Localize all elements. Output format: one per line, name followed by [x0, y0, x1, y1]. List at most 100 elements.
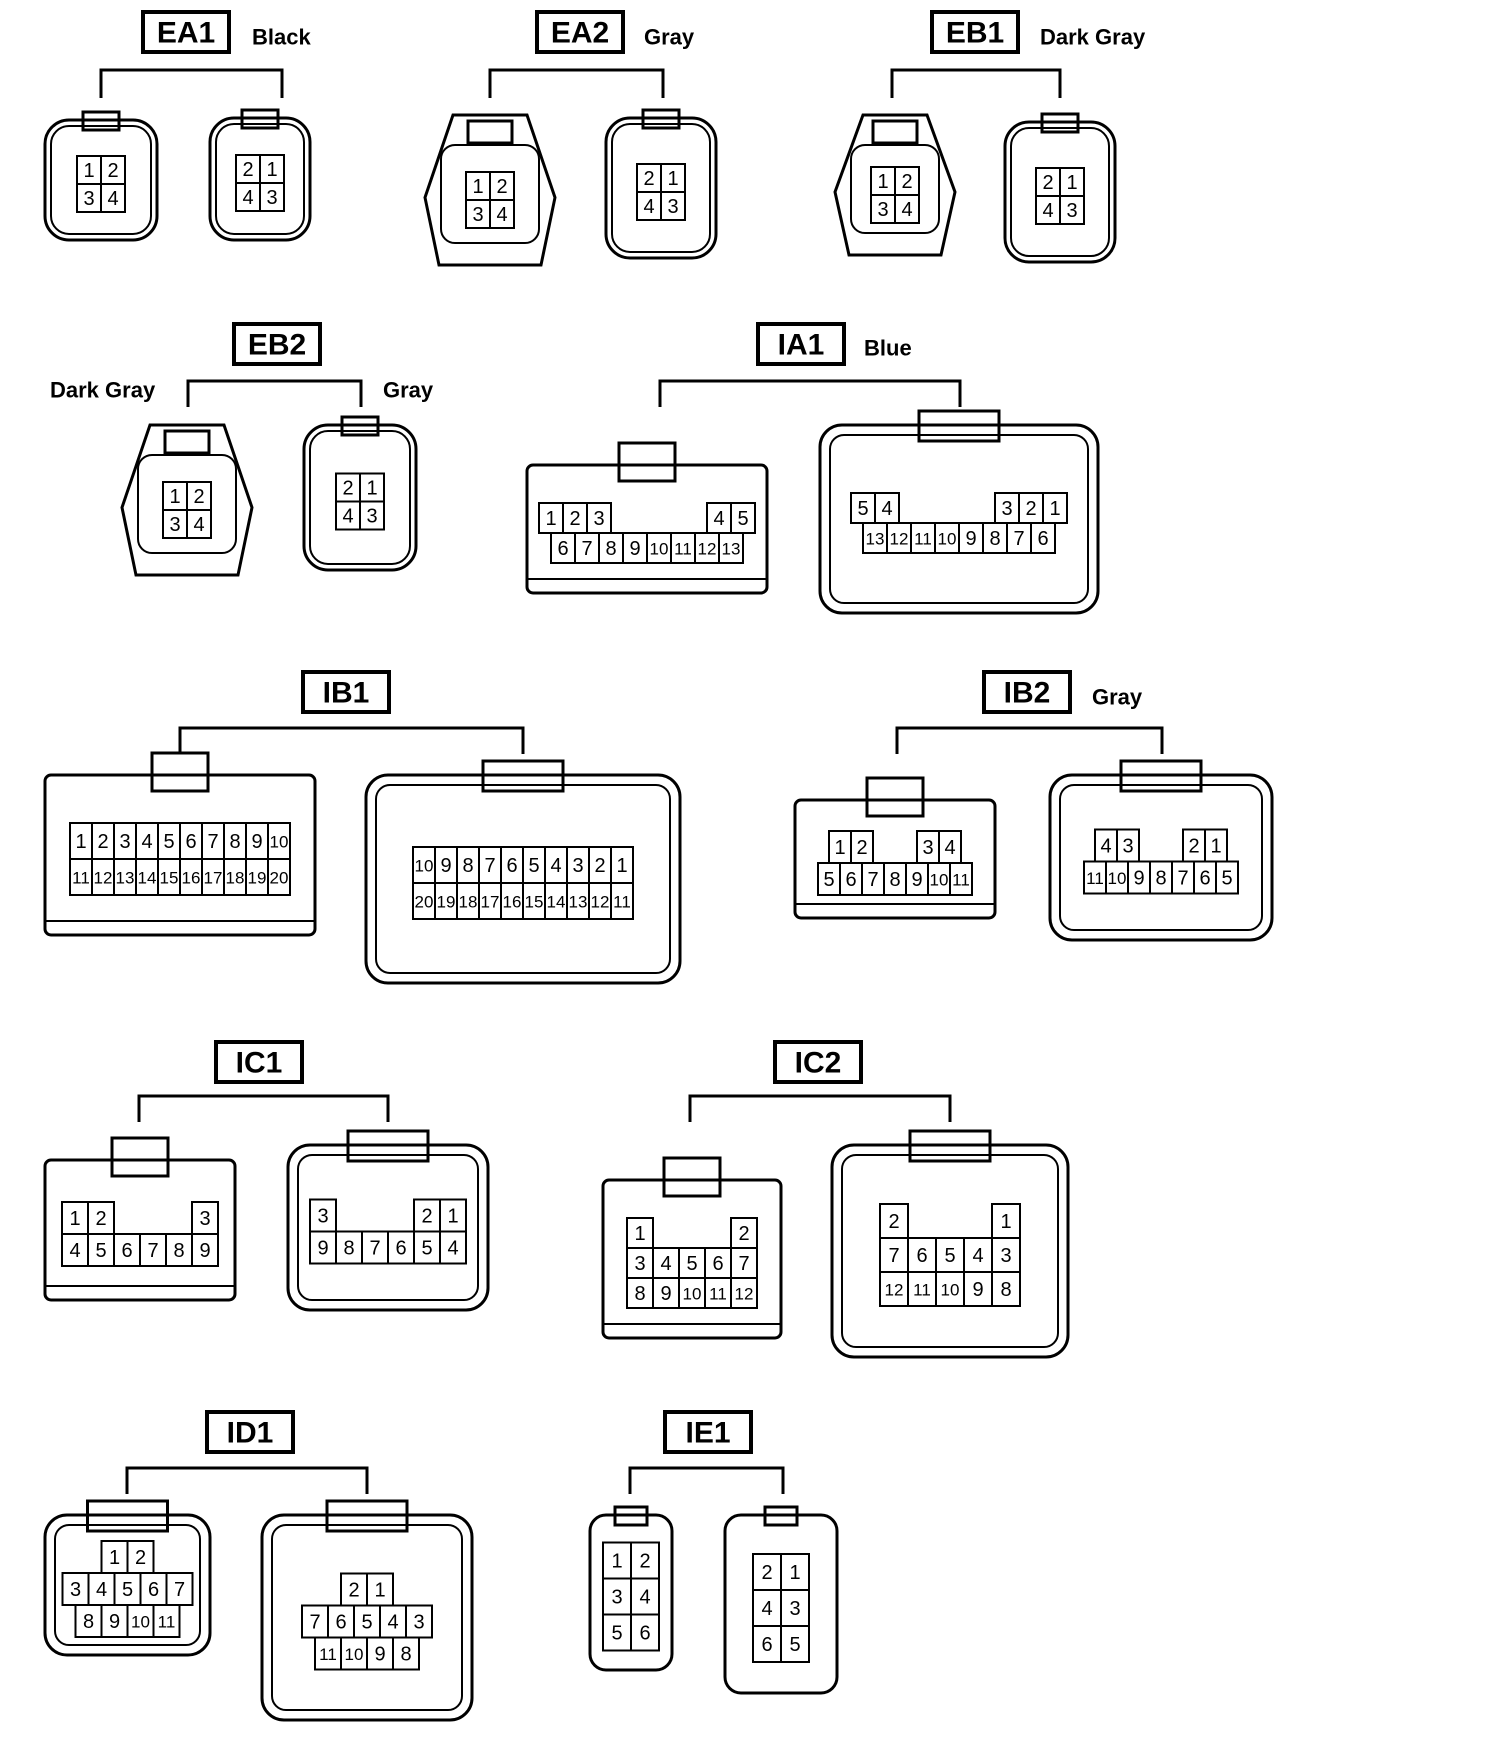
right-pin-number: 9 — [440, 855, 451, 877]
right-pin-number: 1 — [1066, 172, 1077, 194]
connector-code: EA1 — [157, 17, 215, 50]
connector-bracket — [137, 1094, 390, 1122]
right-pin-cell — [301, 1604, 329, 1639]
left-pin-number: 2 — [496, 176, 507, 198]
connector-code-box — [232, 322, 322, 366]
right-pin-number: 12 — [885, 1281, 904, 1300]
right-housing — [260, 1513, 474, 1722]
right-pin-cell — [259, 154, 285, 184]
left-pin-number: 11 — [72, 869, 90, 888]
left-pin-cell — [100, 1604, 129, 1638]
left-latch — [865, 776, 925, 818]
right-pin-number: 5 — [944, 1245, 955, 1267]
left-pin-cell — [870, 194, 896, 224]
left-pin-cell — [465, 171, 491, 201]
right-pin-cell — [359, 500, 385, 531]
wire-color-label: Gray — [383, 378, 434, 403]
left-pin-number: 7 — [738, 1253, 749, 1275]
left-pin-number: 1 — [834, 837, 845, 859]
left-pin-number: 3 — [593, 508, 604, 530]
left-pin-cell — [165, 1572, 194, 1606]
right-pin-number: 9 — [1133, 868, 1144, 890]
right-inner — [829, 434, 1089, 604]
connector-bracket — [658, 379, 962, 407]
right-pin-number: 9 — [972, 1279, 983, 1301]
wire-color-label: Dark Gray — [50, 378, 156, 403]
connector-code-box — [773, 1040, 863, 1084]
left-pin-number: 8 — [83, 1611, 94, 1633]
left-pin-number: 6 — [121, 1240, 132, 1262]
left-pin-cell — [152, 1604, 181, 1638]
left-pin-number: 3 — [472, 204, 483, 226]
right-pin-number: 7 — [1013, 528, 1024, 550]
right-housing — [1003, 120, 1117, 264]
right-pin-number: 11 — [914, 530, 932, 549]
left-pin-number: 8 — [605, 538, 616, 560]
connector-code-box — [663, 1410, 753, 1454]
right-housing — [830, 1143, 1070, 1359]
left-pin-number: 10 — [131, 1613, 150, 1632]
left-housing — [43, 118, 159, 242]
right-pin-cell — [335, 1230, 363, 1265]
left-housing — [423, 113, 557, 267]
left-pin-number: 12 — [735, 1285, 754, 1304]
left-pin-cell — [602, 1613, 632, 1652]
connector-code: EA2 — [551, 17, 609, 50]
right-pin-cell — [910, 522, 936, 554]
right-pin-number: 4 — [761, 1598, 772, 1620]
right-pin-number: 10 — [941, 1281, 960, 1300]
right-pin-number: 7 — [369, 1238, 380, 1260]
right-pin-number: 13 — [866, 530, 885, 549]
right-pin-number: 1 — [667, 168, 678, 190]
left-pin-number: 14 — [138, 869, 157, 888]
right-pin-number: 3 — [1001, 498, 1012, 520]
right-housing — [723, 1513, 839, 1695]
left-pin-number: 2 — [97, 831, 108, 853]
right-pin-number: 2 — [1188, 836, 1199, 858]
left-pin-number: 6 — [639, 1623, 650, 1645]
connector-code-box — [141, 10, 231, 54]
right-pin-number: 3 — [1122, 836, 1133, 858]
left-pin-number: 2 — [738, 1223, 749, 1245]
left-pin-number: 10 — [930, 871, 949, 890]
right-pin-number: 16 — [503, 893, 522, 912]
left-pin-number: 17 — [204, 869, 223, 888]
right-inner — [611, 123, 711, 253]
left-pin-cell — [602, 1577, 632, 1616]
left-pin-number: 3 — [611, 1587, 622, 1609]
right-pin-number: 1 — [266, 159, 277, 181]
right-pin-cell — [366, 1636, 394, 1671]
left-pin-number: 1 — [877, 171, 888, 193]
right-pin-number: 3 — [572, 855, 583, 877]
right-pin-number: 9 — [965, 528, 976, 550]
right-housing — [208, 116, 312, 242]
right-pin-number: 1 — [616, 855, 627, 877]
left-pin-number: 7 — [147, 1240, 158, 1262]
right-pin-number: 11 — [613, 893, 631, 912]
connector-code: IC1 — [236, 1047, 283, 1080]
right-pin-cell — [934, 522, 960, 554]
left-pin-number: 3 — [877, 199, 888, 221]
right-pin-number: 9 — [374, 1644, 385, 1666]
left-inner — [50, 125, 152, 235]
right-pin-number: 3 — [413, 1612, 424, 1634]
right-pin-number: 6 — [761, 1634, 772, 1656]
right-pin-number: 2 — [761, 1562, 772, 1584]
right-pin-number: 9 — [317, 1238, 328, 1260]
left-pin-number: 5 — [737, 508, 748, 530]
right-pin-number: 11 — [913, 1281, 931, 1300]
left-pin-cell — [626, 1277, 654, 1309]
left-latch — [86, 1499, 169, 1533]
right-pin-number: 8 — [989, 528, 1000, 550]
left-pin-number: 4 — [901, 199, 912, 221]
